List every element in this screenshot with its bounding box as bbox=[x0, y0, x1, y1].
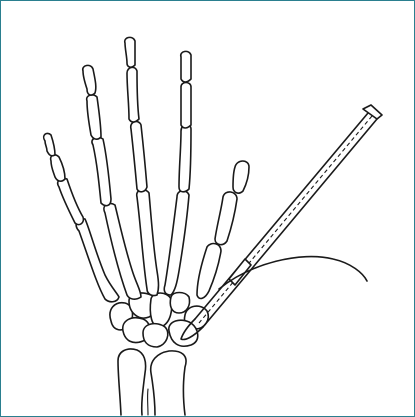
cannula-end-cap bbox=[363, 105, 382, 119]
radius-bone bbox=[151, 351, 186, 415]
little-middle-phalanx bbox=[51, 155, 65, 181]
ring-distal-phalanx bbox=[83, 65, 96, 95]
ring-middle-phalanx bbox=[87, 95, 101, 139]
index-proximal-phalanx bbox=[179, 125, 191, 192]
thumb-distal-phalanx bbox=[233, 161, 249, 193]
middle-middle-phalanx bbox=[127, 67, 139, 122]
middle-distal-phalanx bbox=[125, 37, 135, 67]
finger-index bbox=[164, 51, 191, 295]
middle-metacarpal bbox=[137, 190, 159, 296]
middle-proximal-phalanx bbox=[131, 122, 147, 192]
carpal-capitate bbox=[150, 293, 171, 327]
finger-middle bbox=[125, 37, 159, 295]
index-metacarpal bbox=[164, 191, 189, 295]
carpal-lunate bbox=[143, 324, 168, 347]
k-wire-cannula bbox=[181, 105, 382, 340]
little-proximal-phalanx bbox=[58, 178, 84, 224]
little-distal-phalanx bbox=[44, 133, 55, 155]
ring-proximal-phalanx bbox=[92, 137, 111, 205]
ulna-bone bbox=[118, 349, 146, 415]
forearm bbox=[118, 349, 186, 415]
index-middle-phalanx bbox=[181, 83, 191, 129]
thumb-proximal-phalanx bbox=[215, 192, 237, 245]
thumb-metacarpal bbox=[197, 244, 221, 299]
index-distal-phalanx bbox=[181, 51, 191, 82]
